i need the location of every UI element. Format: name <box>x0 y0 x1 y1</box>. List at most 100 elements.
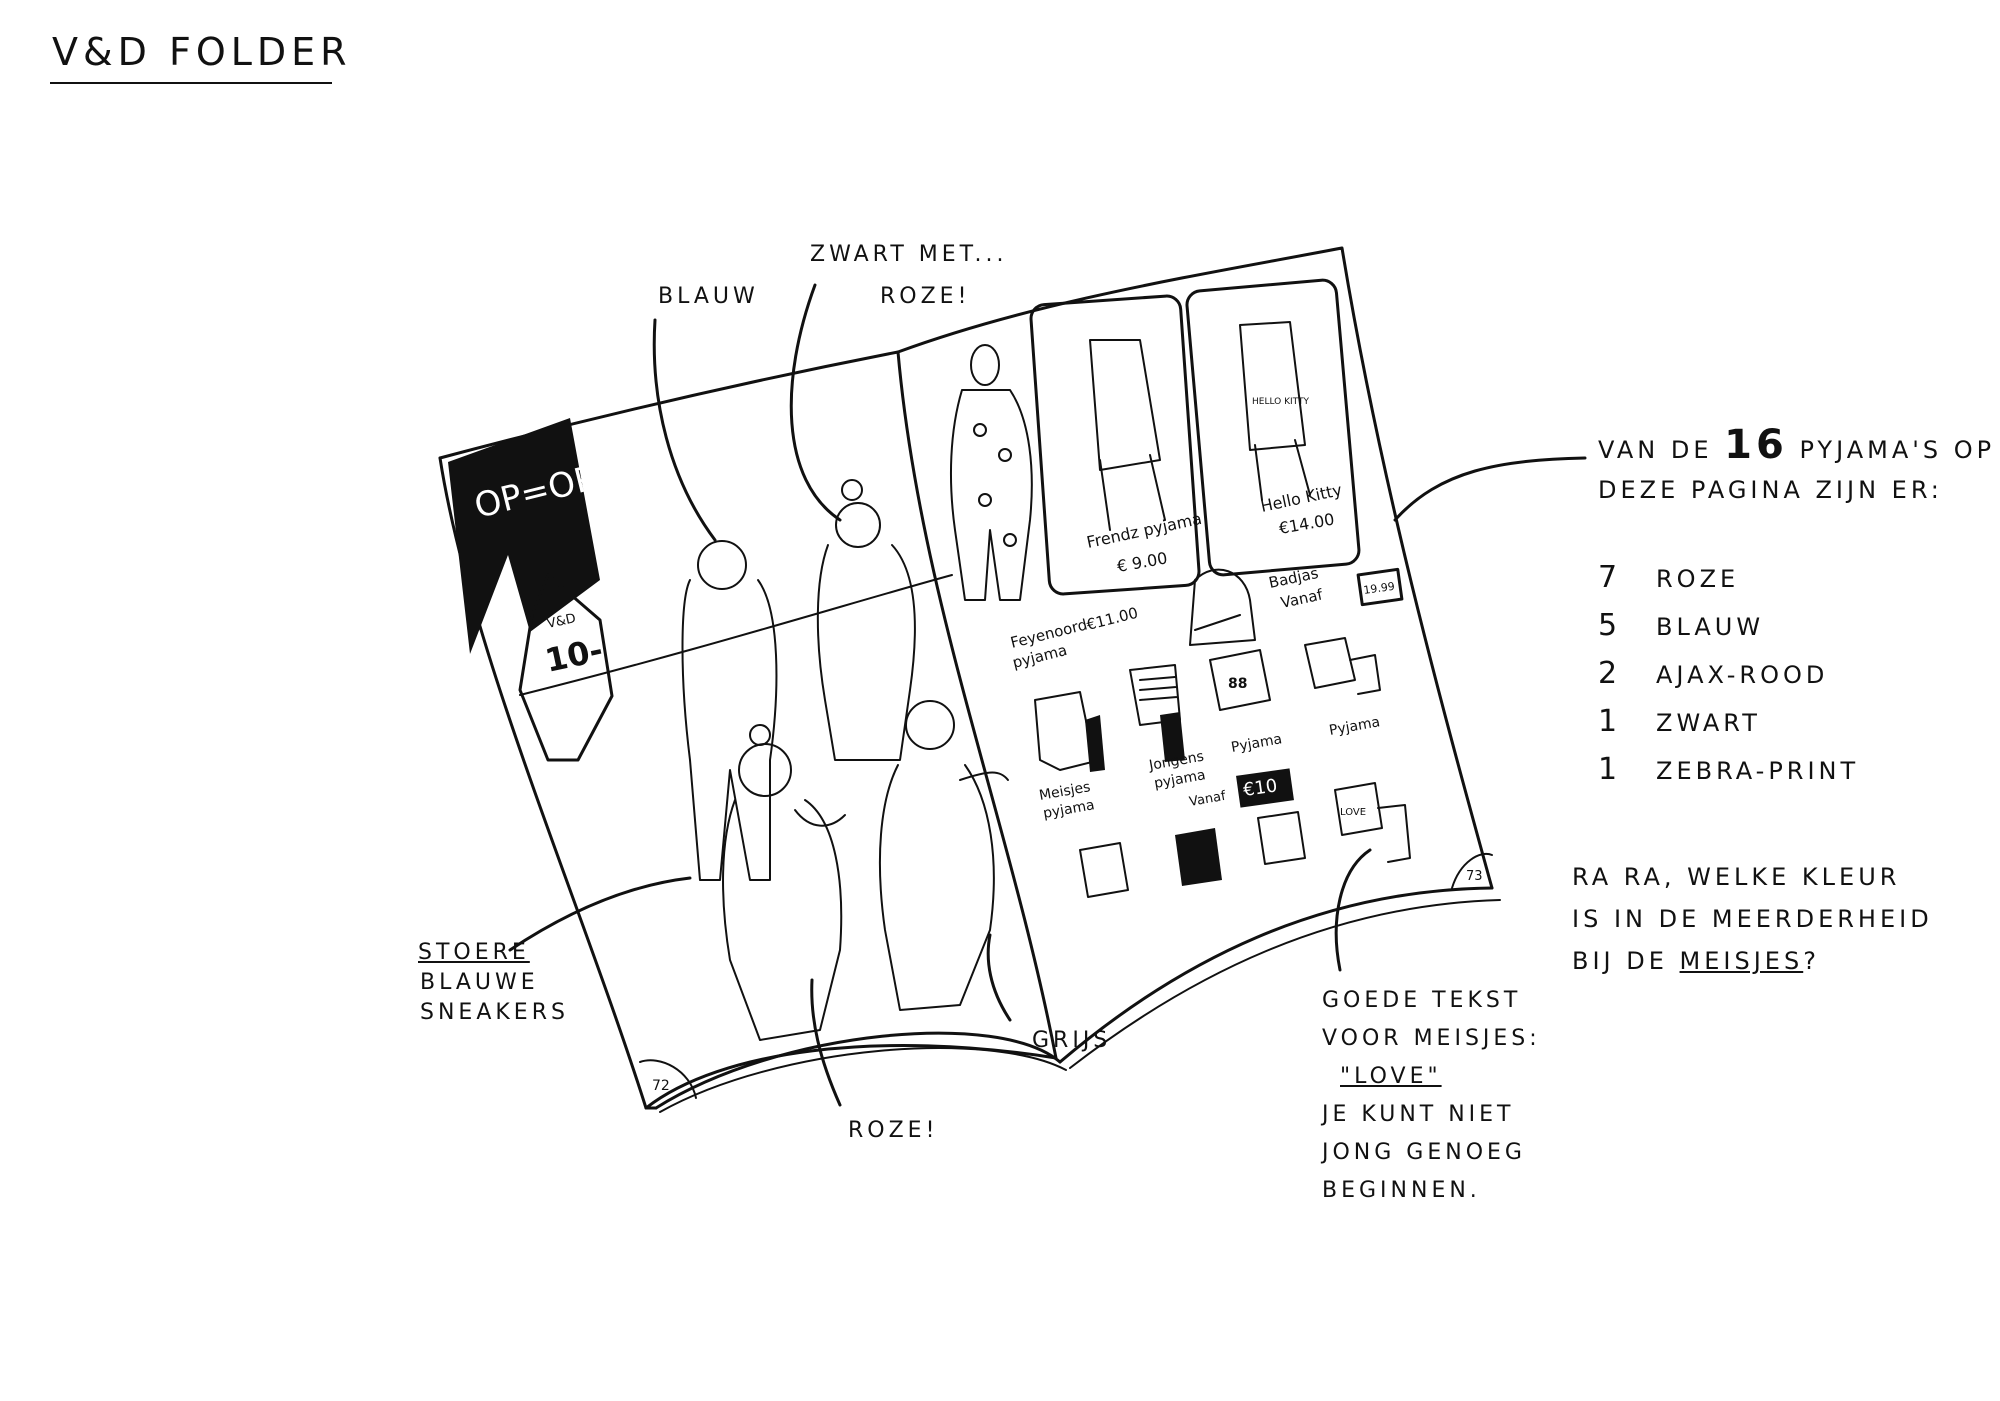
label-stoere-line2: BLAUWE <box>420 970 539 995</box>
question-line3: BIJ DE MEISJES? <box>1572 940 1933 982</box>
figure-grijs <box>878 700 1009 1011</box>
goede-quote-wrap: "LOVE" <box>1322 1058 1541 1096</box>
stat-row: 5 BLAUW <box>1598 602 1995 650</box>
label-zwart-line1: ZWART MET... <box>810 242 1008 267</box>
page-number-right: 73 <box>1466 869 1483 884</box>
feyenoord-figure <box>950 344 1033 601</box>
stat-row: 1 ZEBRA-PRINT <box>1598 746 1995 794</box>
leader-roze <box>810 978 842 1107</box>
stat-count: 1 <box>1598 752 1622 787</box>
question-line2: IS IN DE MEERDERHEID <box>1572 905 1933 933</box>
pyjama-88-garment <box>1209 649 1271 711</box>
goede-line4: JE KUNT NIET <box>1322 1102 1515 1127</box>
leader-blauw <box>652 318 717 542</box>
price-tag-brand: V&D <box>546 611 578 632</box>
goede-line1: GOEDE TEKST <box>1322 988 1522 1013</box>
figure-blauw <box>681 540 778 881</box>
stat-count: 2 <box>1598 656 1622 691</box>
label-grijs: GRIJS <box>1032 1028 1112 1053</box>
pyjama-stats: VAN DE 16 PYJAMA'S OP DEZE PAGINA ZIJN E… <box>1598 425 1995 794</box>
leader-goede <box>1334 848 1372 972</box>
hello-kitty-print: HELLO KITTY <box>1252 397 1309 407</box>
bottom-garment-2 <box>1175 828 1222 886</box>
question-line3-after: ? <box>1803 947 1820 975</box>
love-print: LOVE <box>1340 807 1366 818</box>
op-op-banner <box>448 418 600 654</box>
goede-quote: "LOVE" <box>1340 1064 1442 1089</box>
right-page-bottom-layer <box>1069 899 1501 1069</box>
stat-row: 7 ROZE <box>1598 554 1995 602</box>
page-number-right-corner <box>1451 852 1493 889</box>
label-blauw: BLAUW <box>658 284 759 309</box>
left-page-bottom <box>654 1031 1062 1110</box>
stat-count: 1 <box>1598 704 1622 739</box>
badjas-line2: Vanaf <box>1279 585 1325 612</box>
page-title: V&D FOLDER <box>52 30 352 74</box>
label-roze: ROZE! <box>848 1118 939 1143</box>
right-page-bottom <box>1058 886 1494 1064</box>
leader-grijs <box>986 933 1012 1022</box>
jongens-garment-dark <box>1160 712 1185 762</box>
meisjes-garment-dark <box>1085 715 1105 772</box>
leader-zwart <box>789 283 842 522</box>
right-page-outline <box>896 246 1494 890</box>
stat-label: ZWART <box>1656 709 1761 737</box>
stat-row: 1 ZWART <box>1598 698 1995 746</box>
bottom-garment-3 <box>1257 811 1306 865</box>
goede-line6: BEGINNEN. <box>1322 1178 1481 1203</box>
vanaf-label: Vanaf <box>1188 789 1227 810</box>
stat-row: 2 AJAX-ROOD <box>1598 650 1995 698</box>
price-tag <box>518 573 614 762</box>
hello-kitty-box <box>1185 278 1361 577</box>
stat-count: 5 <box>1598 608 1622 643</box>
pyjama-label-1: Pyjama <box>1230 731 1283 756</box>
stats-total: 16 <box>1724 422 1788 468</box>
left-page-bottom-layer <box>659 1047 1067 1113</box>
question-line3-before: BIJ DE <box>1572 947 1668 975</box>
badjas-price: 19.99 <box>1363 580 1396 597</box>
stats-intro-line2: DEZE PAGINA ZIJN ER: <box>1598 476 1943 504</box>
label-stoere-line1: STOERE <box>418 940 530 965</box>
badjas-price-bag <box>1356 567 1404 607</box>
left-page-outline <box>438 350 1058 1110</box>
stat-label: ZEBRA-PRINT <box>1656 757 1860 785</box>
stat-label: BLAUW <box>1656 613 1765 641</box>
stats-intro-line1: VAN DE 16 PYJAMA'S OP <box>1598 425 1995 470</box>
bottom-garment-1 <box>1079 842 1129 898</box>
price-10: €10 <box>1242 775 1279 801</box>
pyjama-2-garment <box>1304 637 1381 695</box>
badjas-garment <box>1189 568 1256 646</box>
hello-kitty-price: €14.00 <box>1277 510 1335 538</box>
feyenoord-price: €11.00 <box>1085 604 1140 634</box>
goede-tekst-block: GOEDE TEKST VOOR MEISJES: "LOVE" JE KUNT… <box>1322 982 1541 1210</box>
price-tag-amount: 10- <box>542 631 606 680</box>
page-number-left-corner <box>639 1059 697 1099</box>
stat-label: ROZE <box>1656 565 1740 593</box>
page-number-left: 72 <box>652 1078 670 1094</box>
stats-intro-before: VAN DE <box>1598 436 1713 464</box>
frendz-garment <box>1089 339 1166 531</box>
stat-label: AJAX-ROOD <box>1656 661 1829 689</box>
frendz-box <box>1029 294 1201 596</box>
question-line3-underlined: MEISJES <box>1679 947 1804 975</box>
price-10-bag <box>1236 768 1294 808</box>
stat-count: 7 <box>1598 560 1622 595</box>
title-underline <box>50 82 332 84</box>
shirt-number: 88 <box>1228 676 1247 692</box>
label-zwart-line2: ROZE! <box>880 284 971 309</box>
question-line1: RA RA, WELKE KLEUR <box>1572 863 1901 891</box>
goede-line5: JONG GENOEG <box>1322 1140 1526 1165</box>
love-garment <box>1334 782 1411 863</box>
pyjama-label-2: Pyjama <box>1328 714 1381 739</box>
leader-stats <box>1393 456 1587 522</box>
hello-kitty-garment <box>1239 321 1311 501</box>
question-block: RA RA, WELKE KLEUR IS IN DE MEERDERHEID … <box>1572 856 1933 982</box>
frendz-name: Frendz pyjama <box>1085 509 1204 552</box>
label-stoere-underlined: STOERE <box>418 940 530 965</box>
figure-roze <box>722 724 846 1041</box>
figure-zwart-roze <box>816 479 916 761</box>
label-stoere-line3: SNEAKERS <box>420 1000 569 1025</box>
goede-line2: VOOR MEISJES: <box>1322 1026 1541 1051</box>
frendz-price: € 9.00 <box>1115 548 1168 576</box>
